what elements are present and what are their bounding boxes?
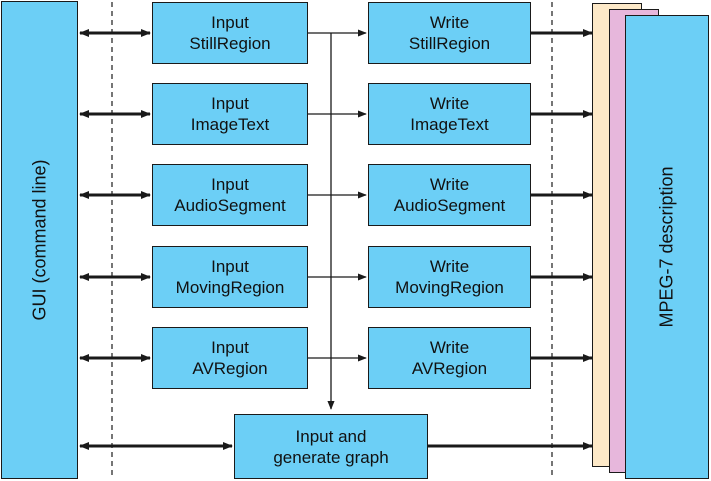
input-module-line1: Input (211, 13, 249, 32)
write-movingregion-box: Write MovingRegion (368, 246, 531, 308)
write-module-line1: Write (429, 13, 470, 32)
write-module-line1: Write (429, 94, 470, 113)
input-audiosegment-box: Input AudioSegment (152, 164, 308, 226)
gui-panel: GUI (command line) (1, 1, 78, 479)
input-module-line2: MovingRegion (175, 278, 285, 297)
write-module-line2: ImageText (410, 115, 489, 134)
write-module-line2: MovingRegion (395, 278, 504, 297)
input-module-line1: Input (211, 338, 249, 357)
write-avregion-box: Write AVRegion (368, 327, 531, 389)
input-module-line1: Input (211, 257, 249, 276)
input-module-line1: Input (211, 175, 249, 194)
input-stillregion-box: Input StillRegion (152, 2, 308, 64)
input-module-line2: ImageText (190, 115, 270, 134)
graph-module-line2: generate graph (273, 447, 389, 467)
input-module-line1: Input (211, 94, 249, 113)
input-module-line2: AudioSegment (174, 196, 286, 215)
write-module-line1: Write (429, 338, 470, 357)
mpeg7-description-panel: MPEG-7 description (625, 15, 709, 479)
write-audiosegment-box: Write AudioSegment (368, 164, 531, 226)
input-generate-graph-box: Input and generate graph (234, 414, 428, 479)
input-movingregion-box: Input MovingRegion (152, 246, 308, 308)
write-module-line2: AudioSegment (393, 196, 506, 215)
write-module-line2: StillRegion (408, 34, 491, 53)
write-module-line1: Write (429, 257, 470, 276)
input-avregion-box: Input AVRegion (152, 327, 308, 389)
write-module-line2: AVRegion (411, 359, 488, 378)
write-imagetext-box: Write ImageText (368, 83, 531, 145)
write-stillregion-box: Write StillRegion (368, 2, 531, 64)
input-module-line2: AVRegion (192, 359, 268, 378)
graph-module-line1: Input and (295, 426, 367, 446)
input-imagetext-box: Input ImageText (152, 83, 308, 145)
write-module-line1: Write (429, 175, 470, 194)
input-module-line2: StillRegion (189, 34, 271, 53)
